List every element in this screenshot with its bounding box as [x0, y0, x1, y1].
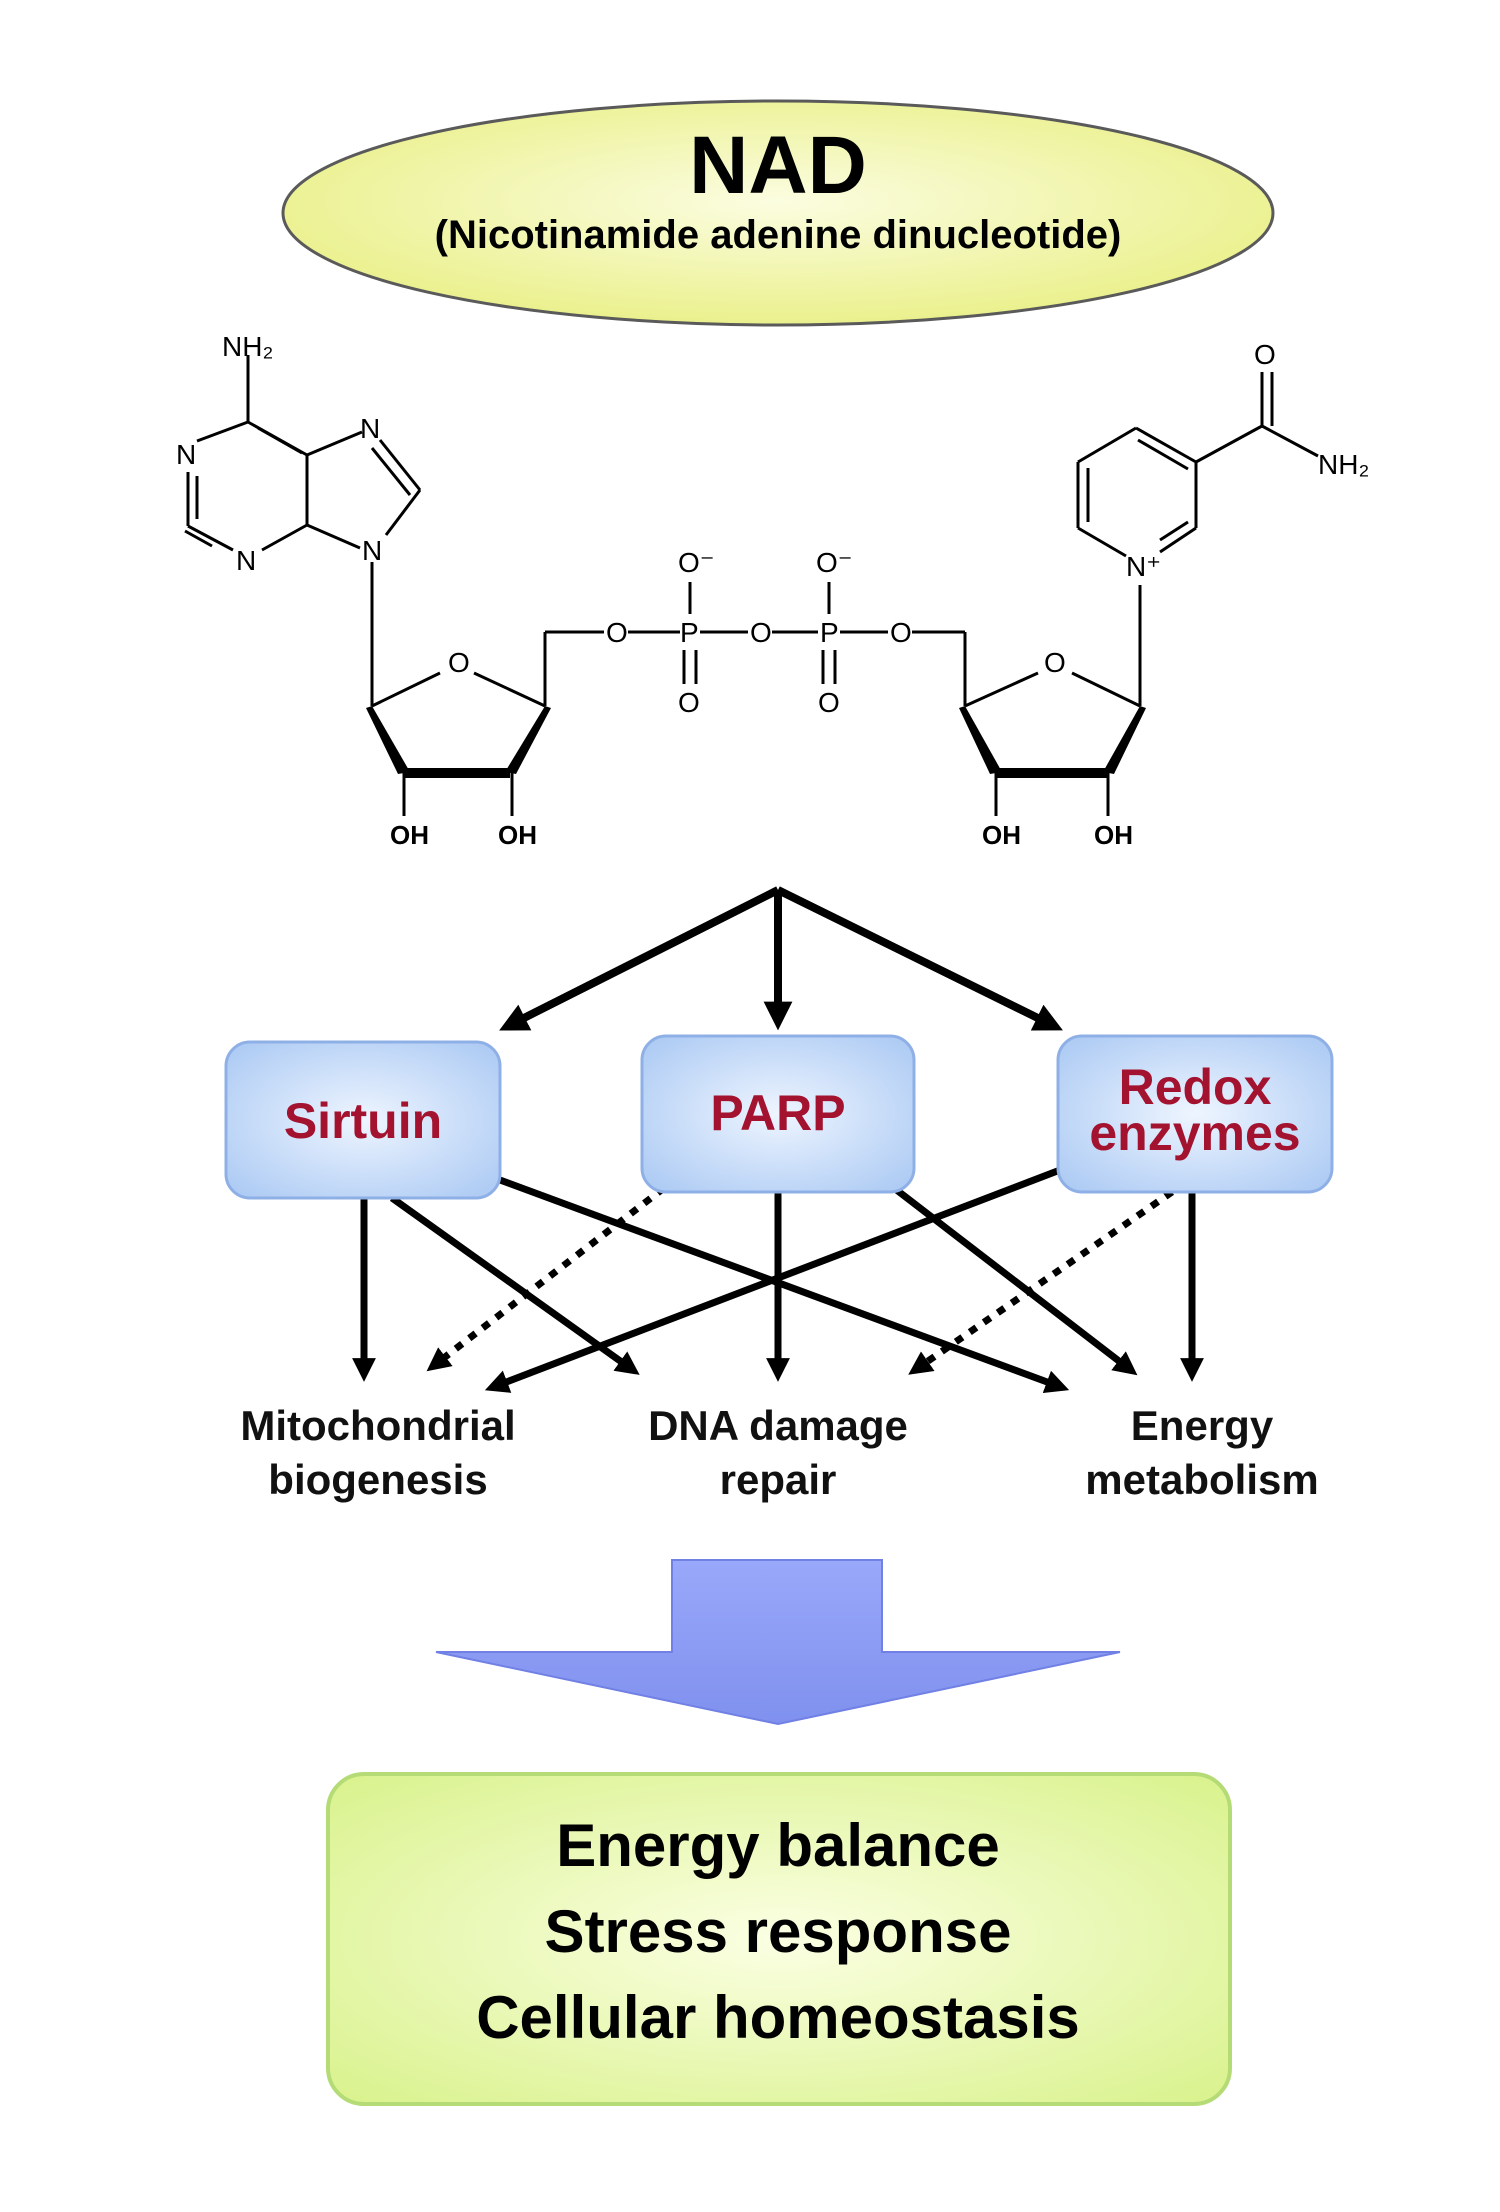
amide-nh2: NH₂	[1318, 449, 1369, 480]
outcome-cellular-homeostasis: Cellular homeostasis	[476, 1984, 1080, 2051]
phosphate-2-o-double: O	[818, 687, 840, 718]
arrow-parp-to-mito-dotted	[426, 1185, 667, 1372]
outcome-energy-balance: Energy balance	[556, 1812, 1000, 1879]
outcome-box: Energy balance Stress response Cellular …	[326, 1772, 1232, 2106]
phosphorus-1: P	[680, 617, 699, 648]
phosphate-2-o-minus: O⁻	[816, 547, 853, 578]
bridge-oxygen-1: O	[606, 617, 628, 648]
enzyme-box-sirtuin: Sirtuin	[224, 1040, 502, 1200]
process-labels: Mitochondrial biogenesis DNA damage repa…	[240, 1402, 1318, 1503]
arrow-sirtuin-to-dna	[389, 1195, 640, 1375]
amide-oxygen: O	[1254, 339, 1276, 370]
right-ribose-oh-2: OH	[1094, 820, 1133, 850]
nad-full-name: (Nicotinamide adenine dinucleotide)	[435, 213, 1122, 257]
nad-to-enzyme-arrows	[499, 886, 1063, 1031]
phosphorus-2: P	[820, 617, 839, 648]
process-energy-line2: metabolism	[1085, 1456, 1318, 1503]
enzyme-label-redox-line2: enzymes	[1089, 1105, 1300, 1161]
adenine-n1: N	[176, 439, 196, 470]
left-ribose-oh-1: OH	[390, 820, 429, 850]
phosphate-1-o-double: O	[678, 687, 700, 718]
diphosphate-bridge	[628, 582, 965, 684]
enzyme-box-redox: Redox enzymes	[1056, 1034, 1334, 1194]
adenine-ring	[184, 355, 422, 706]
enzyme-label-sirtuin: Sirtuin	[284, 1093, 442, 1149]
bridge-oxygen-2: O	[750, 617, 772, 648]
arrow-redox-to-dna-dotted	[908, 1189, 1174, 1375]
right-ribose	[959, 585, 1146, 816]
enzyme-label-parp: PARP	[710, 1085, 845, 1141]
enzyme-box-parp: PARP	[640, 1034, 916, 1194]
process-dna-line1: DNA damage	[648, 1402, 908, 1449]
left-ribose	[366, 630, 604, 816]
process-mito-line2: biogenesis	[268, 1456, 487, 1503]
bridge-oxygen-3: O	[890, 617, 912, 648]
outcome-stress-response: Stress response	[545, 1898, 1012, 1965]
nad-title-ellipse: NAD (Nicotinamide adenine dinucleotide)	[281, 99, 1275, 327]
arrow-nad-to-sirtuin	[499, 886, 780, 1031]
nad-chemical-structure: NH₂ N N N N O OH OH	[176, 331, 1369, 850]
adenine-n3: N	[236, 545, 256, 576]
enzyme-to-process-arrows	[352, 1166, 1204, 1394]
process-energy-line1: Energy	[1131, 1402, 1274, 1449]
big-down-arrow	[435, 1559, 1121, 1726]
adenine-n7: N	[360, 413, 380, 444]
phosphate-1-o-minus: O⁻	[678, 547, 715, 578]
right-ribose-oxygen: O	[1044, 647, 1066, 678]
arrow-redox-to-mito	[484, 1166, 1062, 1393]
enzyme-label-redox-line1: Redox	[1119, 1059, 1272, 1115]
process-mito-line1: Mitochondrial	[240, 1402, 515, 1449]
left-ribose-oh-2: OH	[498, 820, 537, 850]
nad-title: NAD	[689, 120, 867, 211]
process-dna-line2: repair	[720, 1456, 837, 1503]
right-ribose-oh-1: OH	[982, 820, 1021, 850]
adenine-n9: N	[362, 535, 382, 566]
left-ribose-oxygen: O	[448, 647, 470, 678]
adenine-amine: NH₂	[222, 331, 273, 362]
arrow-nad-to-redox	[776, 886, 1063, 1031]
nicotinamide-ring	[1076, 372, 1319, 558]
pyridinium-nitrogen: N⁺	[1126, 551, 1161, 582]
